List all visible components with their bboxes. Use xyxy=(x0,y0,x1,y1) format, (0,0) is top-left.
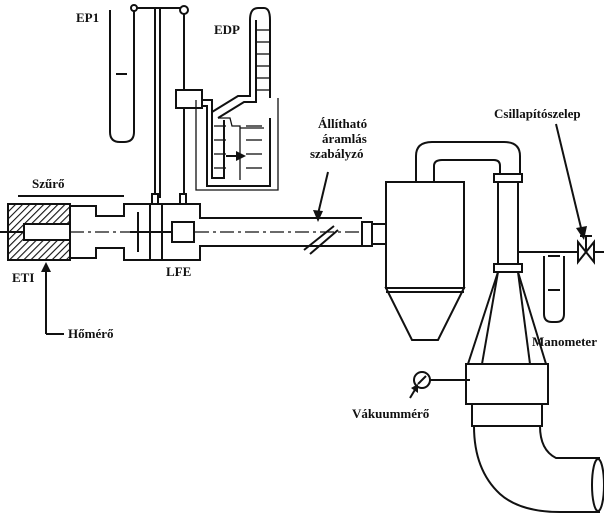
pipe-to-cyclone xyxy=(280,217,386,255)
pressure-tap-lines xyxy=(154,8,185,198)
lfe-element xyxy=(130,193,195,260)
label-homero: Hőmérő xyxy=(68,326,114,341)
cyclone xyxy=(384,141,521,341)
label-lfe: LFE xyxy=(166,264,191,279)
outlet-elbow xyxy=(473,425,604,513)
label-edp: EDP xyxy=(214,22,240,37)
label-aramlas: áramlás xyxy=(322,131,367,146)
vacuum-gauge xyxy=(409,371,470,399)
label-manometer: Manometer xyxy=(532,334,597,349)
label-szabalyzo: szabályzó xyxy=(310,146,363,161)
ep1-manometer xyxy=(109,4,189,143)
vertical-column xyxy=(465,173,549,427)
label-eti: ETI xyxy=(12,270,34,285)
regulator-leader xyxy=(313,171,329,222)
label-allithato: Állítható xyxy=(318,116,367,131)
thermometer-leader xyxy=(41,262,64,335)
label-vakuummero: Vákuummérő xyxy=(352,406,430,421)
edp-scale-ticks xyxy=(214,29,270,169)
label-szuro: Szűrő xyxy=(32,176,65,191)
edp-gauge xyxy=(175,7,279,191)
damper-valve xyxy=(518,123,604,265)
inlet-assembly xyxy=(0,195,360,261)
manometer-tube xyxy=(543,255,565,323)
label-ep1: EP1 xyxy=(76,10,99,25)
label-csillapito: Csillapítószelep xyxy=(494,106,581,121)
